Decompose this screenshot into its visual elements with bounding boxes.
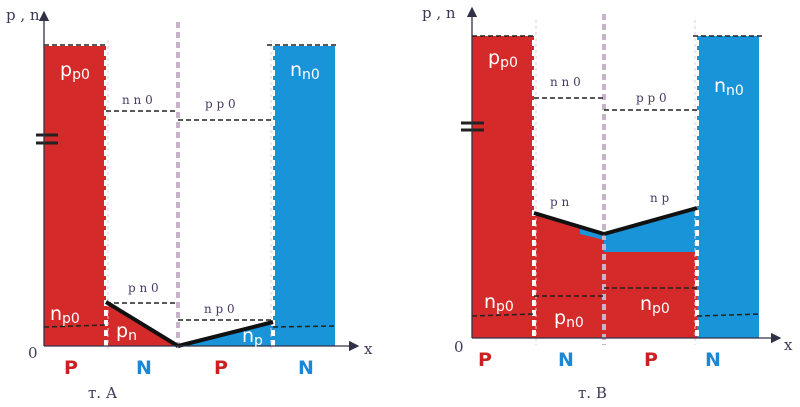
b-region-1: P xyxy=(478,349,492,371)
b-pp0-label: pp0 xyxy=(488,47,518,71)
a-y-label: p , n xyxy=(6,6,40,24)
a-pn0-small: p n 0 xyxy=(128,281,159,295)
b-p-region-center-low xyxy=(604,252,697,338)
a-region-3: P xyxy=(214,357,228,379)
diagram-b: p , n x 0 pp0 nn0 np0 pn0 np0 n n 0 p p … xyxy=(422,4,793,402)
a-pn-profile xyxy=(104,300,180,348)
a-pp0-label: pp0 xyxy=(60,59,90,83)
a-p-region-left xyxy=(44,46,106,346)
b-pn0-label: pn0 xyxy=(554,307,584,331)
b-np-profile xyxy=(603,206,698,236)
diagram-a: p , n x 0 pp0 nn0 np0 pn np n n 0 p p 0 … xyxy=(6,6,373,402)
a-origin: 0 xyxy=(28,344,38,362)
a-nn0-small: n n 0 xyxy=(122,93,153,107)
a-np-label: np xyxy=(242,325,263,349)
a-np0-label: np0 xyxy=(50,303,80,327)
a-region-4: N xyxy=(298,357,314,379)
b-p-region-center-high xyxy=(604,208,697,252)
b-x-label: x xyxy=(784,336,793,354)
a-region-2: N xyxy=(136,357,152,379)
b-region-2: N xyxy=(558,349,574,371)
a-pp0-small: p p 0 xyxy=(205,97,236,111)
a-region-1: P xyxy=(64,357,78,379)
b-n-region-right xyxy=(697,36,759,338)
b-p-region-left xyxy=(472,36,534,338)
b-np0-left-label: np0 xyxy=(484,291,514,315)
a-n-region-right xyxy=(273,46,335,346)
b-np0-right-label: np0 xyxy=(640,293,670,317)
b-np-small: n p xyxy=(650,191,670,205)
b-nn0-label: nn0 xyxy=(714,75,744,99)
b-caption: т. В xyxy=(578,384,607,402)
b-pn-profile xyxy=(533,211,605,236)
a-np-profile xyxy=(177,320,274,348)
a-nn0-label: nn0 xyxy=(290,59,320,83)
b-pp0-small: p p 0 xyxy=(636,91,667,105)
a-np0-small: n p 0 xyxy=(204,302,235,316)
b-n-region-fill xyxy=(534,213,604,338)
b-region-3: P xyxy=(644,349,658,371)
b-nn0-small: n n 0 xyxy=(550,75,581,89)
b-pn-small: p n xyxy=(550,195,569,209)
a-x-label: x xyxy=(364,340,373,358)
a-pn-label: pn xyxy=(116,320,137,344)
b-origin: 0 xyxy=(454,338,464,356)
a-caption: т. А xyxy=(88,384,118,402)
b-region-4: N xyxy=(705,349,721,371)
b-y-label: p , n xyxy=(422,4,456,22)
